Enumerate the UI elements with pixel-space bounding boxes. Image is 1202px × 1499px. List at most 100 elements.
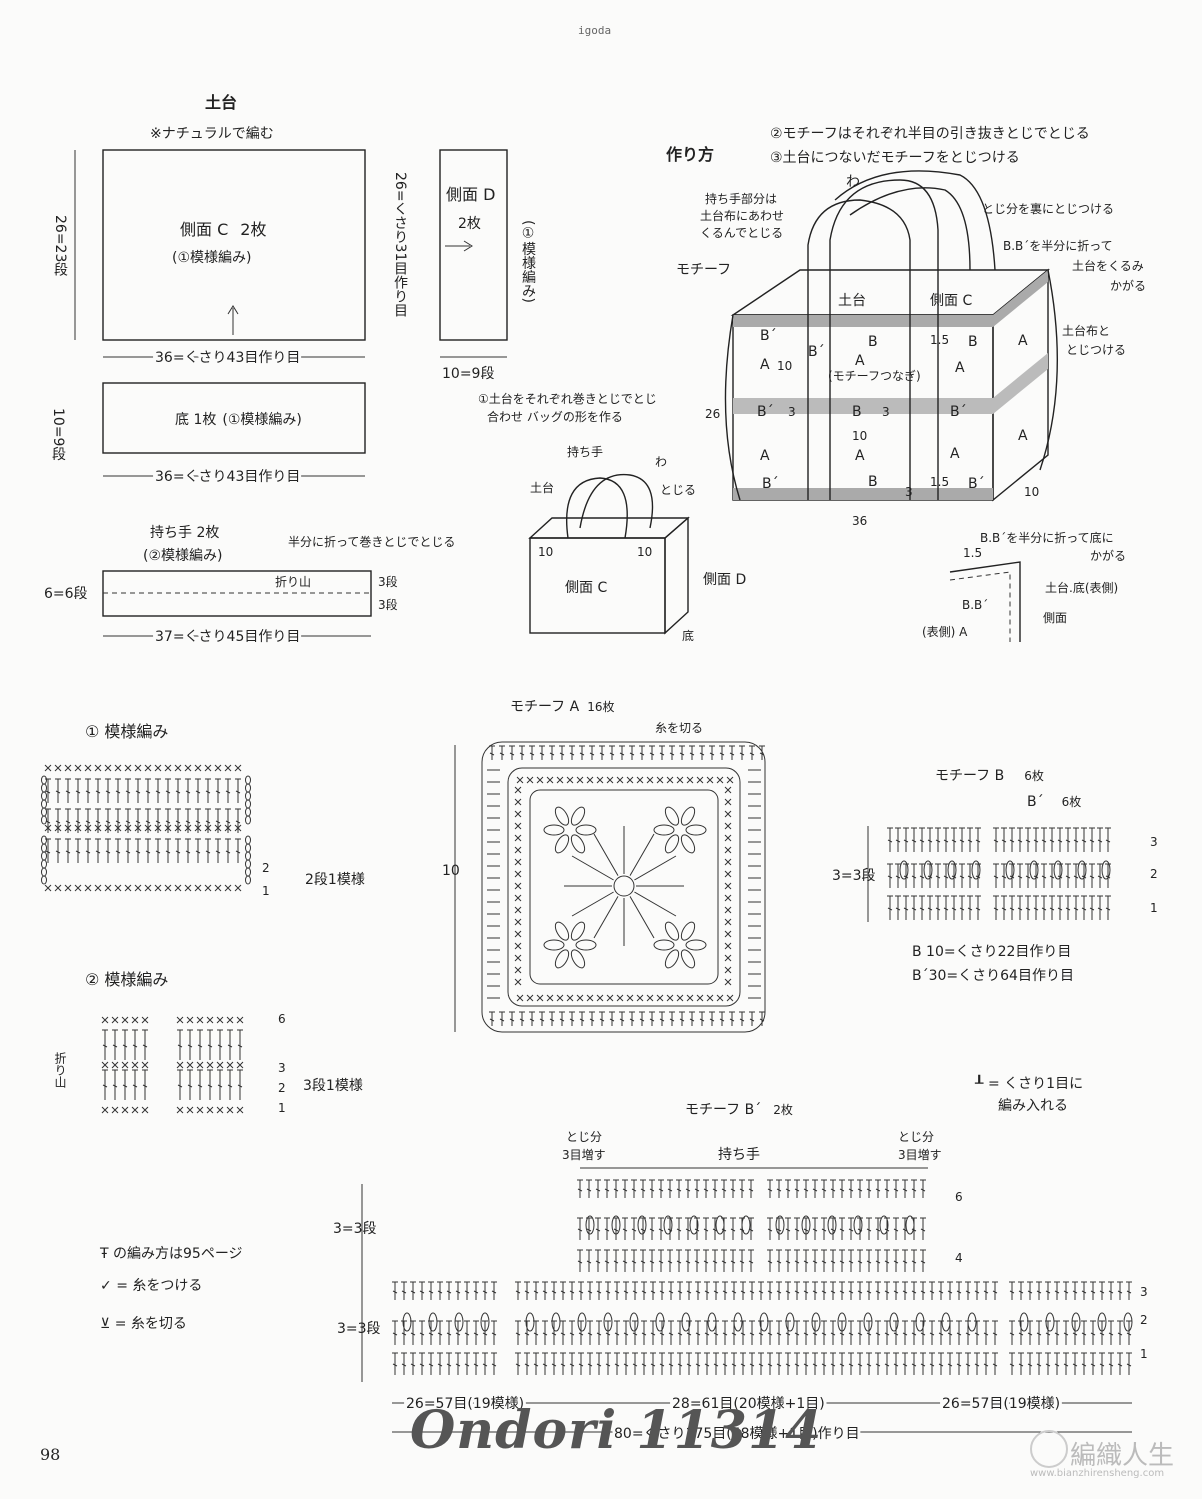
base-note: ※ナチュラルで編む — [150, 126, 274, 142]
svg-text:= くさり1目に: = くさり1目に — [988, 1076, 1083, 1092]
svg-text:A: A — [760, 448, 770, 464]
svg-text:B´: B´ — [757, 404, 774, 420]
handle-note: 半分に折って巻きとじでとじる — [288, 534, 455, 549]
svg-text:とじつける: とじつける — [1066, 343, 1126, 357]
svg-text:2段1模様: 2段1模様 — [305, 872, 365, 888]
svg-text:A: A — [855, 353, 865, 369]
header-mark: igoda — [578, 24, 612, 37]
bottom-panel — [102, 382, 366, 454]
svg-text:28=61目(20模様+1目): 28=61目(20模様+1目) — [672, 1396, 825, 1412]
svg-text:3段: 3段 — [378, 597, 398, 612]
svg-text:B´: B´ — [968, 476, 985, 492]
svg-text:B: B — [868, 474, 878, 490]
svg-text:3: 3 — [882, 405, 890, 419]
svg-text:A: A — [760, 357, 770, 373]
svg-text:B: B — [968, 334, 978, 350]
svg-text:A: A — [955, 360, 965, 376]
svg-text:とじる: とじる — [660, 483, 696, 497]
svg-text:26=57目(19模様): 26=57目(19模様) — [942, 1396, 1060, 1412]
svg-text:土台布にあわせ: 土台布にあわせ — [700, 208, 784, 223]
svg-text:A: A — [855, 448, 865, 464]
bottom-label: 底 1枚(①模様編み) — [175, 412, 302, 428]
svg-text:A: A — [1018, 428, 1028, 444]
svg-text:10: 10 — [637, 545, 652, 559]
svg-text:3=3段: 3=3段 — [832, 868, 876, 884]
svg-text:土台: 土台 — [530, 480, 554, 495]
svg-text:3: 3 — [1150, 835, 1158, 849]
side-d-label: 側面 D — [446, 185, 495, 204]
svg-text:かがる: かがる — [1110, 278, 1146, 293]
page-number: 98 — [40, 1445, 61, 1464]
svg-text:2: 2 — [262, 861, 270, 875]
svg-text:くるんでとじる: くるんでとじる — [700, 226, 783, 240]
svg-text:2: 2 — [278, 1081, 286, 1095]
svg-text:2: 2 — [1140, 1313, 1148, 1327]
svg-text:側面: 側面 — [1043, 611, 1067, 625]
svg-text:3目増す: 3目増す — [562, 1148, 606, 1162]
svg-text:3段1模様: 3段1模様 — [303, 1078, 363, 1094]
svg-text:3: 3 — [278, 1061, 286, 1075]
svg-text:B.B´を半分に折って底に: B.B´を半分に折って底に — [980, 530, 1114, 545]
svg-text:(モチーフつなぎ): (モチーフつなぎ) — [828, 369, 921, 383]
svg-text:側面 C: 側面 C — [565, 580, 607, 596]
svg-text:わ: わ — [655, 455, 667, 469]
svg-text:10: 10 — [442, 863, 460, 879]
svg-text:土台.底(表側): 土台.底(表側) — [1045, 580, 1118, 595]
svg-text:(表側) A: (表側) A — [922, 625, 968, 639]
svg-text:①土台をそれぞれ巻きとじでとじ: ①土台をそれぞれ巻きとじでとじ — [478, 391, 657, 406]
svg-text:6: 6 — [955, 1190, 963, 1204]
pattern1-chart — [41, 764, 251, 892]
svg-text:土台布と: 土台布と — [1062, 323, 1110, 338]
svg-text:土台をくるみ: 土台をくるみ — [1072, 258, 1144, 273]
svg-text:持ち手: 持ち手 — [567, 444, 603, 459]
svg-text:3=3段: 3=3段 — [333, 1221, 377, 1237]
pattern2-title: ② 模様編み — [85, 970, 168, 989]
svg-text:わ: わ — [846, 174, 860, 190]
svg-text:3目増す: 3目増す — [898, 1148, 942, 1162]
watermark-logo — [1030, 1430, 1068, 1468]
svg-text:10: 10 — [852, 429, 867, 443]
svg-text:B´: B´ — [762, 476, 779, 492]
svg-text:10: 10 — [777, 359, 792, 373]
svg-text:側面 D: 側面 D — [703, 572, 746, 588]
legend-ch1: ┸ — [974, 1075, 984, 1092]
pattern2-chart — [101, 1016, 244, 1114]
svg-text:③土台につないだモチーフをとじつける: ③土台につないだモチーフをとじつける — [770, 150, 1020, 166]
svg-text:合わせ バッグの形を作る: 合わせ バッグの形を作る — [487, 409, 623, 424]
base-title: 土台 — [205, 93, 237, 112]
svg-text:A: A — [1018, 333, 1028, 349]
brand-mark: Ondori 11314 — [410, 1400, 823, 1461]
svg-text:1: 1 — [1140, 1347, 1148, 1361]
motif-bp-chart — [392, 1179, 1133, 1375]
svg-text:3: 3 — [905, 485, 913, 499]
svg-text:10: 10 — [1024, 485, 1039, 499]
svg-text:B´: B´ — [950, 404, 967, 420]
svg-text:②モチーフはそれぞれ半目の引き抜きとじでとじる: ②モチーフはそれぞれ半目の引き抜きとじでとじる — [770, 126, 1090, 142]
svg-text:土台: 土台 — [838, 293, 866, 309]
svg-text:側面 C: 側面 C — [930, 293, 972, 309]
svg-text:編み入れる: 編み入れる — [998, 1098, 1068, 1114]
watermark-url: www.bianzhirensheng.com — [1030, 1468, 1165, 1479]
svg-text:26: 26 — [705, 407, 720, 421]
motif-a-chart — [481, 741, 766, 1033]
svg-text:B´30=くさり64目作り目: B´30=くさり64目作り目 — [912, 968, 1074, 984]
svg-text:B.B´: B.B´ — [962, 598, 988, 612]
handle-fold: 折り山 — [275, 574, 311, 589]
svg-text:B 10=くさり22目作り目: B 10=くさり22目作り目 — [912, 944, 1071, 960]
svg-text:持ち手: 持ち手 — [718, 1147, 760, 1163]
side-d-height: 26=くさり31目作り目 — [392, 172, 408, 318]
svg-text:1.5: 1.5 — [930, 475, 949, 489]
svg-text:B: B — [868, 334, 878, 350]
side-d-count: 2枚 — [458, 216, 481, 232]
legend-ref: Ŧ の編み方は95ページ — [99, 1246, 243, 1262]
svg-text:80=くさり175目(58模様+1目)作り目: 80=くさり175目(58模様+1目)作り目 — [614, 1426, 860, 1442]
svg-text:6: 6 — [278, 1012, 286, 1026]
handle-height: 6=6段 — [44, 586, 88, 602]
svg-text:かがる: かがる — [1090, 548, 1126, 563]
svg-text:とじ分: とじ分 — [566, 1130, 602, 1144]
svg-text:B.B´を半分に折って: B.B´を半分に折って — [1003, 238, 1113, 253]
